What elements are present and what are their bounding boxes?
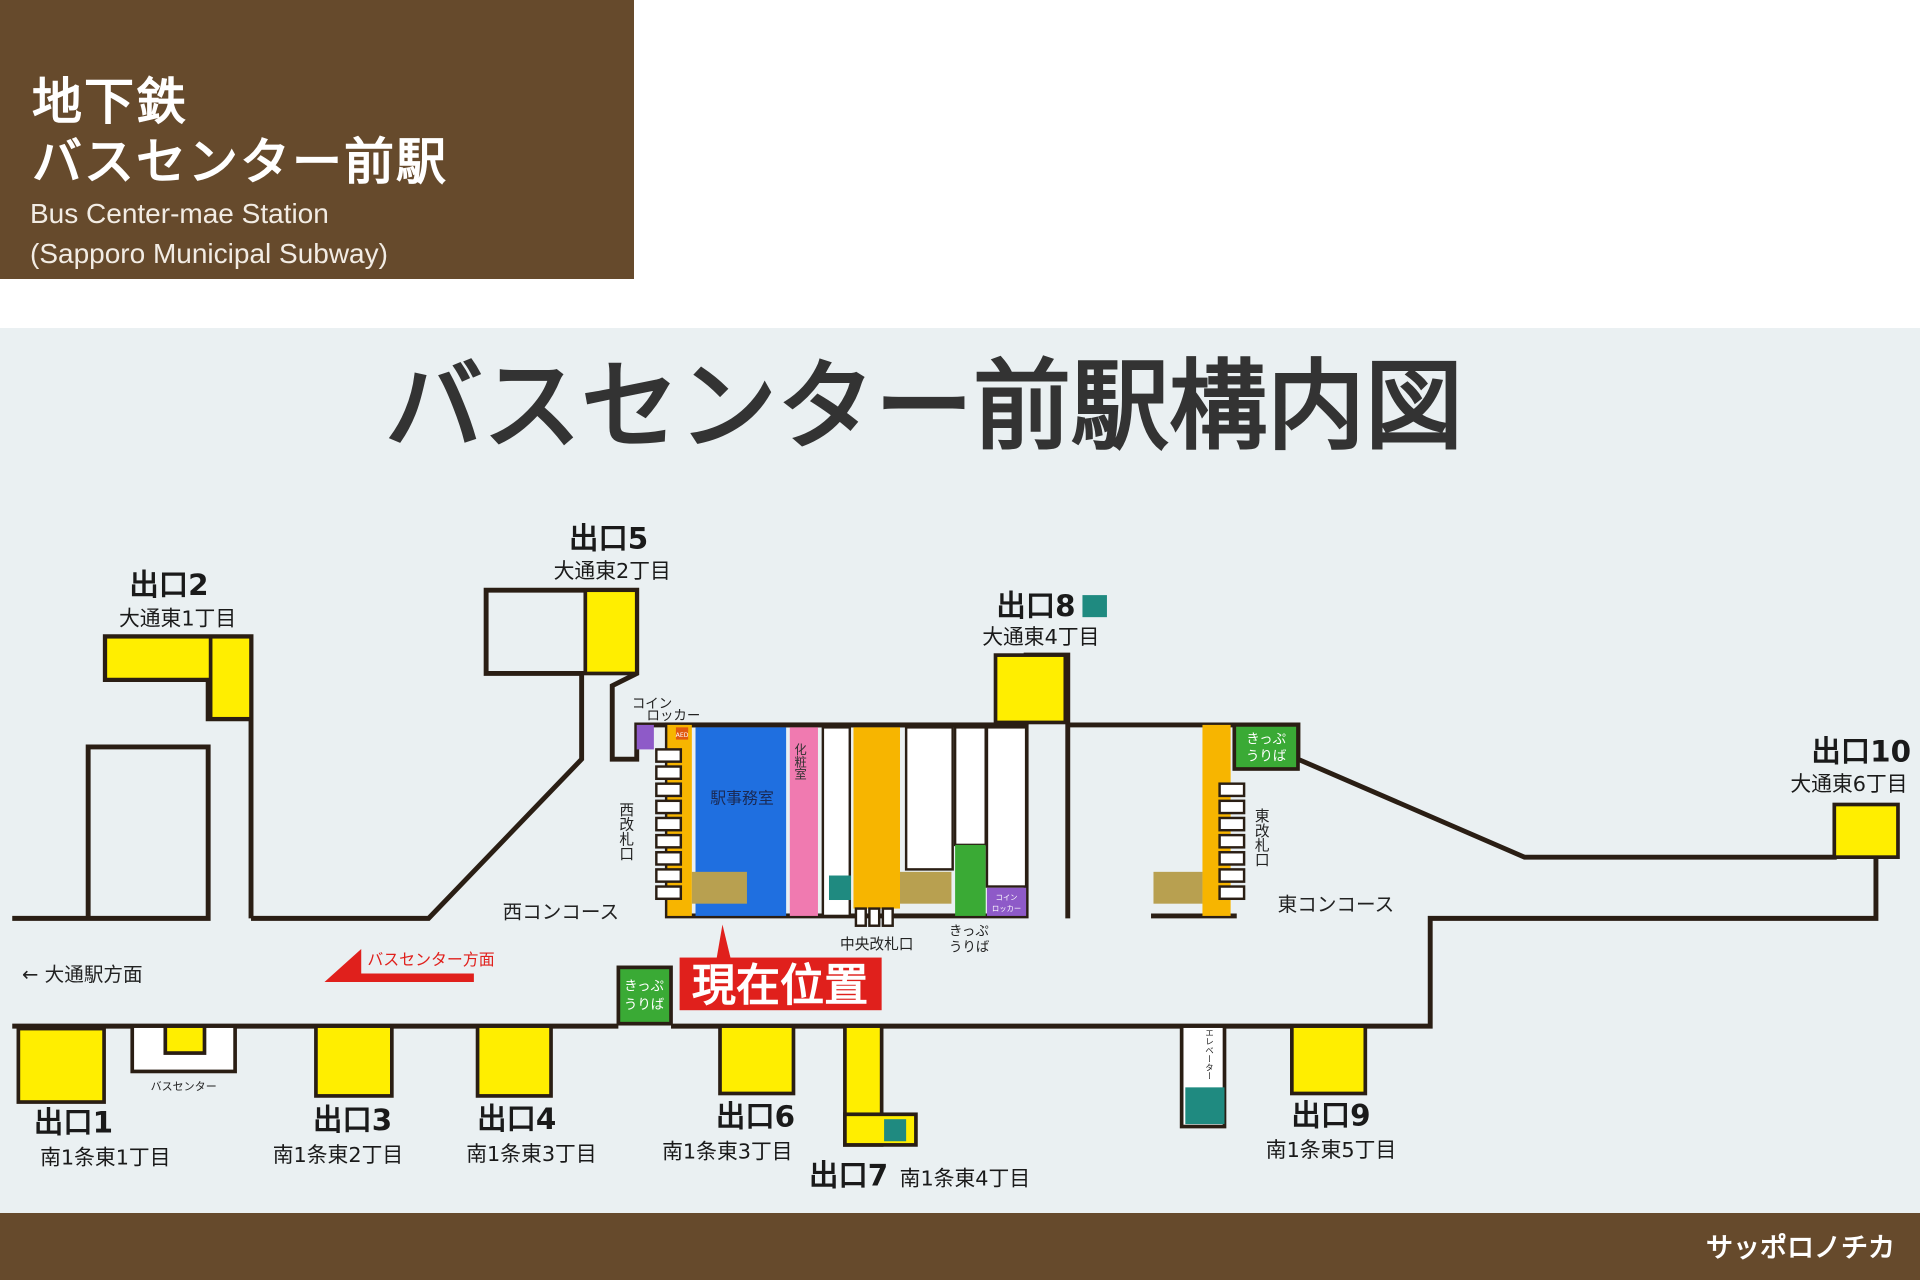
stairs-central xyxy=(900,871,952,904)
coin-locker-west xyxy=(636,724,654,750)
bus-center-direction-arrow xyxy=(324,948,474,983)
exit-2-label: 出口2 xyxy=(129,568,208,602)
restroom-label: 化粧室 xyxy=(793,743,807,780)
bus-center-label: バスセンター xyxy=(151,1080,217,1093)
elevator-icon xyxy=(1082,595,1107,618)
central-gate-area xyxy=(853,727,901,909)
locker-label: コイン xyxy=(632,697,672,712)
odori-direction-label: ← 大通駅方面 xyxy=(22,963,143,986)
exit-9-label: 出口9 xyxy=(1291,1098,1370,1132)
current-location-pointer xyxy=(716,924,732,961)
station-header: 地下鉄 バスセンター前駅 Bus Center-mae Station (Sap… xyxy=(0,0,634,279)
header-line1: 地下鉄 xyxy=(32,73,188,131)
locker-label: ロッカー xyxy=(992,904,1021,913)
exit-4-label: 出口4 xyxy=(477,1102,556,1136)
west-concourse-label: 西コンコース xyxy=(503,900,620,923)
station-name-en: Bus Center-mae Station xyxy=(30,198,329,229)
ticket-machines-central[interactable] xyxy=(955,844,986,916)
central-ticket-gates[interactable] xyxy=(854,907,894,927)
current-location-label: 現在位置 xyxy=(692,960,868,1011)
exit-3-stairs xyxy=(314,1024,394,1098)
exit-1-label: 出口1 xyxy=(34,1106,113,1140)
exit-4-address: 南1条東3丁目 xyxy=(466,1142,596,1166)
exit-10-address: 大通東6丁目 xyxy=(1790,772,1907,796)
exit-5-label: 出口5 xyxy=(569,522,648,556)
aed-tag xyxy=(675,727,689,740)
exit-2-address: 大通東1丁目 xyxy=(119,607,236,631)
ticket-label: うりば xyxy=(1246,748,1287,764)
aed-label: AED xyxy=(676,732,689,739)
ticket-machines-east[interactable] xyxy=(1232,723,1300,771)
exit-8-stairs xyxy=(993,653,1068,725)
east-ticket-gates[interactable] xyxy=(1218,782,1246,901)
station-name-jp: バスセンター前駅 xyxy=(32,133,448,191)
exit-6-label: 出口6 xyxy=(716,1100,795,1134)
station-operator-en: (Sapporo Municipal Subway) xyxy=(30,238,388,269)
ticket-label: きっぷ xyxy=(624,979,664,995)
bus-center-landing xyxy=(163,1024,207,1055)
elevator-icon xyxy=(828,875,852,901)
bus-center-direction-label: バスセンター方面 xyxy=(367,950,494,969)
ticket-machines-west[interactable] xyxy=(616,965,673,1026)
ticket-label: うりば xyxy=(624,997,665,1013)
coin-locker-central xyxy=(986,887,1027,916)
exit-7-label: 出口7 xyxy=(809,1158,888,1192)
exit-1-stairs xyxy=(16,1026,106,1104)
elevator-icon xyxy=(884,1119,907,1142)
exit-3-address: 南1条東2丁目 xyxy=(273,1143,403,1167)
ticket-label: うりば xyxy=(949,939,990,955)
east-concourse-label: 東コンコース xyxy=(1278,893,1395,916)
exit-10-stairs xyxy=(1832,802,1900,859)
locker-label: コイン xyxy=(996,893,1018,902)
east-gate-label: 東改札口 xyxy=(1253,808,1270,867)
exit-2-stairs-b xyxy=(208,634,253,721)
exit-6-stairs xyxy=(718,1024,796,1096)
station-map: サッポロノチカ バスセンター前駅構内図 AED xyxy=(0,328,1920,1280)
stairs-west xyxy=(691,871,747,904)
exit-4-stairs xyxy=(475,1024,553,1098)
station-office-label: 駅事務室 xyxy=(710,788,774,807)
exit-7-address: 南1条東4丁目 xyxy=(900,1166,1030,1190)
exit-6-address: 南1条東3丁目 xyxy=(662,1139,792,1163)
map-title: バスセンター前駅構内図 xyxy=(385,350,1463,464)
restroom xyxy=(789,727,818,916)
central-gate-label: 中央改札口 xyxy=(840,936,913,953)
west-gate-label: 西改札口 xyxy=(617,802,634,861)
current-location-badge xyxy=(679,957,882,1011)
elevator-label: エレベーター xyxy=(1204,1029,1214,1080)
elevator-icon[interactable] xyxy=(1185,1087,1225,1125)
ticket-label: きっぷ xyxy=(949,924,989,940)
ticket-label: きっぷ xyxy=(1246,731,1286,747)
west-ticket-gates[interactable] xyxy=(655,748,683,901)
stairs-east xyxy=(1153,871,1203,904)
exit-9-stairs xyxy=(1290,1024,1368,1096)
footer-brand: サッポロノチカ xyxy=(1706,1233,1895,1264)
exit-3-label: 出口3 xyxy=(313,1103,392,1137)
footer-band xyxy=(0,1213,1920,1280)
locker-label: ロッカー xyxy=(647,709,701,724)
exit-9-address: 南1条東5丁目 xyxy=(1266,1138,1396,1162)
exit-5-address: 大通東2丁目 xyxy=(554,559,671,583)
exit-10-label: 出口10 xyxy=(1811,735,1911,769)
exit-5-stairs xyxy=(583,588,639,676)
exit-1-address: 南1条東1丁目 xyxy=(40,1145,170,1169)
exit-8-label: 出口8 xyxy=(996,589,1075,623)
exit-8-address: 大通東4丁目 xyxy=(982,625,1099,649)
